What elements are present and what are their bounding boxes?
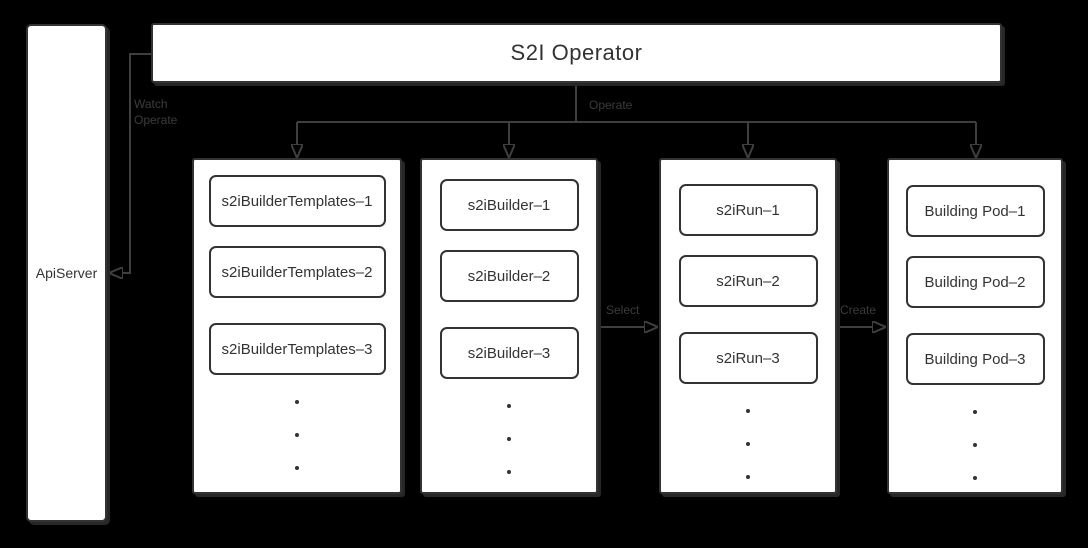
dot — [507, 404, 511, 408]
dot — [973, 476, 977, 480]
dot — [973, 443, 977, 447]
node-buildingpod-2: Building Pod–2 — [905, 256, 1045, 308]
dot — [295, 400, 299, 404]
dot — [746, 442, 750, 446]
apiserver-label: ApiServer — [35, 265, 98, 281]
dot — [507, 470, 511, 474]
column-s2irun: s2iRun–1 s2iRun–2 s2iRun–3 — [659, 158, 837, 494]
column-s2ibuildertemplates: s2iBuilderTemplates–1 s2iBuilderTemplate… — [192, 158, 402, 494]
node-s2ibuilder-3: s2iBuilder–3 — [439, 327, 579, 379]
dot — [746, 409, 750, 413]
s2i-operator-title: S2I Operator — [510, 40, 643, 65]
node-s2ibuildertemplates-3: s2iBuilderTemplates–3 — [208, 323, 386, 375]
column-s2ibuilder: s2iBuilder–1 s2iBuilder–2 s2iBuilder–3 — [420, 158, 598, 494]
node-s2ibuildertemplates-2: s2iBuilderTemplates–2 — [208, 246, 386, 298]
dot — [295, 433, 299, 437]
ellipsis-dots — [295, 400, 299, 470]
node-s2irun-2: s2iRun–2 — [678, 255, 818, 307]
ellipsis-dots — [973, 410, 977, 480]
ellipsis-dots — [746, 409, 750, 479]
dot — [973, 410, 977, 414]
node-s2ibuilder-1: s2iBuilder–1 — [439, 179, 579, 231]
dot — [295, 466, 299, 470]
column-buildingpod: Building Pod–1 Building Pod–2 Building P… — [887, 158, 1063, 494]
operate-edge-label: Operate — [589, 98, 633, 112]
watch-operate-edge-label: Watch Operate — [134, 97, 178, 127]
select-edge-label: Select — [606, 303, 640, 317]
node-s2irun-1: s2iRun–1 — [678, 184, 818, 236]
node-buildingpod-1: Building Pod–1 — [905, 185, 1045, 237]
node-buildingpod-3: Building Pod–3 — [905, 333, 1045, 385]
node-s2irun-3: s2iRun–3 — [678, 332, 818, 384]
dot — [746, 475, 750, 479]
dot — [507, 437, 511, 441]
node-s2ibuilder-2: s2iBuilder–2 — [439, 250, 579, 302]
create-edge-label: Create — [840, 303, 877, 317]
s2i-operator-node: S2I Operator — [151, 23, 1002, 83]
apiserver-node: ApiServer — [26, 24, 107, 522]
node-s2ibuildertemplates-1: s2iBuilderTemplates–1 — [208, 175, 386, 227]
ellipsis-dots — [507, 404, 511, 474]
watch-operate-connector — [122, 53, 151, 273]
